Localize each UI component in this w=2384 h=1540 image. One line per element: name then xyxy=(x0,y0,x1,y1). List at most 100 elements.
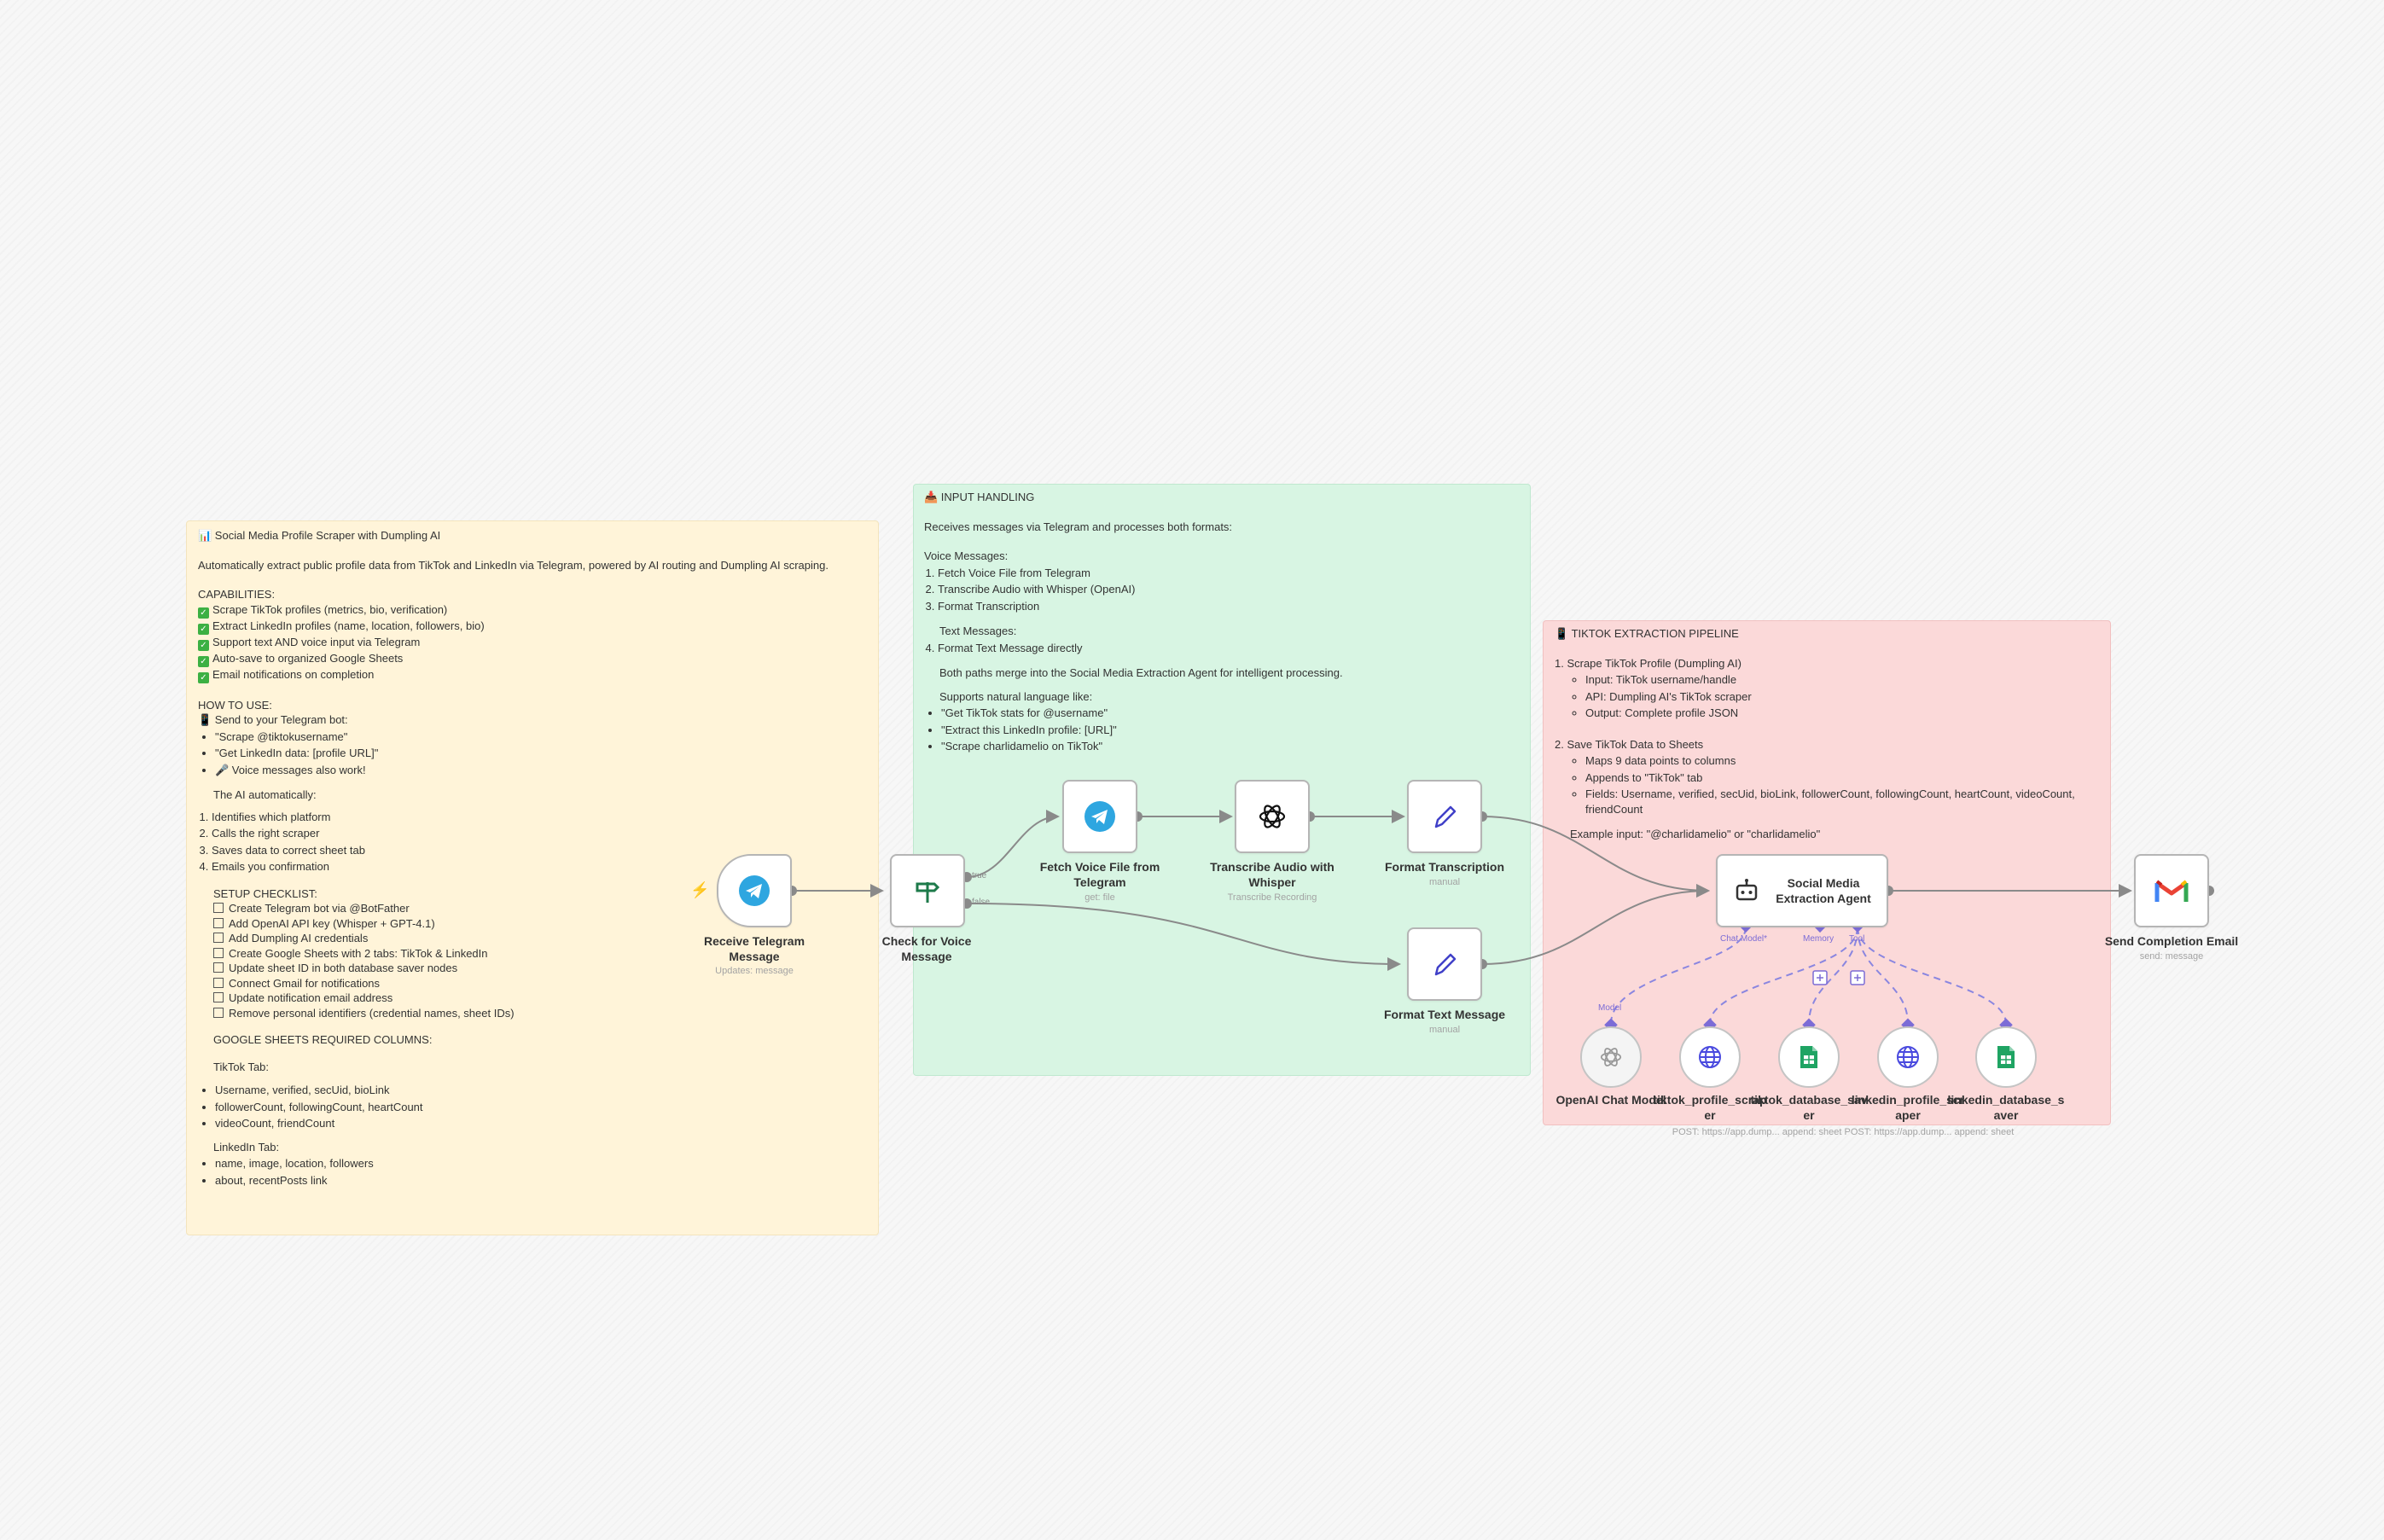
connection-check-true-fetch[interactable] xyxy=(966,810,1060,878)
social-media-agent-node[interactable]: Social Media Extraction Agent xyxy=(1716,854,1888,927)
setup-item: Connect Gmail for notifications xyxy=(198,976,872,991)
fetch-voice-node[interactable] xyxy=(1062,780,1137,853)
gmail-icon xyxy=(2154,880,2189,902)
openai-chat-model-node[interactable] xyxy=(1580,1026,1642,1088)
input-intro: Receives messages via Telegram and proce… xyxy=(924,520,1233,533)
connection-format-text-agent[interactable] xyxy=(1481,884,1710,965)
checkbox-icon xyxy=(213,933,224,943)
format-text-label: Format Text Message xyxy=(1383,1008,1506,1021)
nl-heading: Supports natural language like: xyxy=(939,689,1093,703)
list-item: API: Dumpling AI's TikTok scraper xyxy=(1585,689,2101,705)
list-item: 🎤 Voice messages also work! xyxy=(215,763,872,778)
ai-heading: The AI automatically: xyxy=(213,788,317,801)
format-transcription-node[interactable] xyxy=(1407,780,1482,853)
send-email-node[interactable] xyxy=(2134,854,2209,927)
list-item: "Scrape charlidamelio on TikTok" xyxy=(941,739,1521,754)
voice-steps: Fetch Voice File from Telegram Transcrib… xyxy=(924,566,1521,614)
format-text-sub: manual xyxy=(1428,1025,1461,1035)
tiktok-step1: 1. Scrape TikTok Profile (Dumpling AI) xyxy=(1555,656,1741,670)
sub-connection-tool-2[interactable] xyxy=(1808,927,1858,1025)
list-item: name, image, location, followers xyxy=(215,1156,872,1171)
sub-connection-tool-4[interactable] xyxy=(1857,927,2007,1025)
google-sheets-icon xyxy=(1997,1046,2015,1068)
list-item: "Scrape @tiktokusername" xyxy=(215,729,872,745)
fetch-voice-label: Fetch Voice File from Telegram xyxy=(1039,860,1160,889)
list-item: Maps 9 data points to columns xyxy=(1585,753,2101,769)
linkedin-database-saver-node[interactable] xyxy=(1975,1026,2037,1088)
sub-connection-tool-1[interactable] xyxy=(1709,927,1858,1025)
check-voice-label: Check for Voice Message xyxy=(881,934,972,963)
telegram-icon xyxy=(739,875,770,906)
voice-heading: Voice Messages: xyxy=(924,549,1009,562)
checkbox-icon xyxy=(213,917,224,928)
input-note-text: 📥 INPUT HANDLING Receives messages via T… xyxy=(924,490,1521,756)
add-tool-buttons[interactable] xyxy=(1812,970,1865,985)
receive-telegram-label: Receive Telegram Message xyxy=(703,934,805,963)
setup-item: Remove personal identifiers (credential … xyxy=(198,1006,872,1021)
checkbox-icon xyxy=(213,962,224,973)
tiktok-step2: 2. Save TikTok Data to Sheets xyxy=(1555,737,1704,751)
linkedin-database-saver-label: linkedin_database_saver xyxy=(1947,1093,2065,1122)
list-item: "Get LinkedIn data: [profile URL]" xyxy=(215,746,872,761)
list-item: Saves data to correct sheet tab xyxy=(212,843,872,858)
receive-telegram-node[interactable] xyxy=(717,854,792,927)
transcribe-node[interactable] xyxy=(1235,780,1310,853)
overview-title: 📊 Social Media Profile Scraper with Dump… xyxy=(198,529,441,542)
list-item: videoCount, friendCount xyxy=(215,1116,872,1131)
linkedin-tab-heading: LinkedIn Tab: xyxy=(213,1140,280,1154)
capability-item: ✓Extract LinkedIn profiles (name, locati… xyxy=(198,619,872,635)
pencil-icon xyxy=(1434,953,1457,976)
setup-item: Update sheet ID in both database saver n… xyxy=(198,961,872,976)
list-item: Output: Complete profile JSON xyxy=(1585,706,2101,721)
format-text-node[interactable] xyxy=(1407,927,1482,1001)
merge-text: Both paths merge into the Social Media E… xyxy=(939,666,1343,679)
checkbox-icon xyxy=(213,947,224,958)
receive-telegram-sub: Updates: message xyxy=(715,966,794,976)
list-item: Fetch Voice File from Telegram xyxy=(938,566,1521,581)
trigger-bolt-icon: ⚡ xyxy=(690,881,710,898)
overview-note-text: 📊 Social Media Profile Scraper with Dump… xyxy=(198,528,872,1189)
connection-format-trans-agent[interactable] xyxy=(1481,816,1710,898)
linkedin-profile-scraper-node[interactable] xyxy=(1877,1026,1939,1088)
tiktok-step1-items: Input: TikTok username/handle API: Dumpl… xyxy=(1555,672,2101,721)
check-voice-node[interactable] xyxy=(890,854,965,927)
route-icon xyxy=(916,882,940,903)
checkmark-icon: ✓ xyxy=(198,623,209,635)
tiktok-profile-scraper-label: tiktok_profile_scraper xyxy=(1653,1093,1767,1122)
checkmark-icon: ✓ xyxy=(198,655,209,667)
checkbox-icon xyxy=(213,992,224,1002)
text-heading: Text Messages: xyxy=(939,625,1017,637)
telegram-icon xyxy=(1084,801,1115,832)
true-port-label: true xyxy=(972,871,987,880)
setup-heading: SETUP CHECKLIST: xyxy=(213,886,317,900)
sub-connection-model[interactable] xyxy=(1610,927,1747,1025)
list-item: Appends to "TikTok" tab xyxy=(1585,770,2101,786)
capability-item: ✓Support text AND voice input via Telegr… xyxy=(198,635,872,651)
input-title: 📥 INPUT HANDLING xyxy=(924,491,1035,503)
fetch-voice-sub: get: file xyxy=(1084,892,1115,903)
memory-port-label: Memory xyxy=(1803,934,1835,944)
ai-steps: Identifies which platform Calls the righ… xyxy=(198,810,872,875)
capability-item: ✓Email notifications on completion xyxy=(198,667,872,683)
howto-heading: HOW TO USE: xyxy=(198,698,272,712)
checkbox-icon xyxy=(213,903,224,913)
transcribe-label: Transcribe Audio with Whisper xyxy=(1210,860,1334,889)
sub-connection-tool-3[interactable] xyxy=(1857,927,1909,1025)
connection-check-false-format-text[interactable] xyxy=(966,903,1401,971)
setup-item: Create Google Sheets with 2 tabs: TikTok… xyxy=(198,946,872,962)
tiktok-profile-scraper-node[interactable] xyxy=(1679,1026,1741,1088)
chat-model-port-label: Chat Model* xyxy=(1720,934,1768,944)
pencil-icon xyxy=(1434,805,1457,828)
openai-chat-model-label: OpenAI Chat Model xyxy=(1555,1093,1666,1107)
linkedin-columns: name, image, location, followers about, … xyxy=(198,1156,872,1188)
list-item: Username, verified, secUid, bioLink xyxy=(215,1083,872,1098)
list-item: followerCount, followingCount, heartCoun… xyxy=(215,1100,872,1115)
openai-icon xyxy=(1259,805,1286,828)
tiktok-note-text: 📱 TIKTOK EXTRACTION PIPELINE 1. Scrape T… xyxy=(1555,626,2101,842)
format-transcription-sub: manual xyxy=(1428,877,1461,887)
robot-icon xyxy=(1736,879,1758,901)
transcribe-sub: Transcribe Recording xyxy=(1227,892,1317,903)
list-item: Format Text Message directly xyxy=(938,641,1521,656)
tiktok-database-saver-node[interactable] xyxy=(1778,1026,1840,1088)
